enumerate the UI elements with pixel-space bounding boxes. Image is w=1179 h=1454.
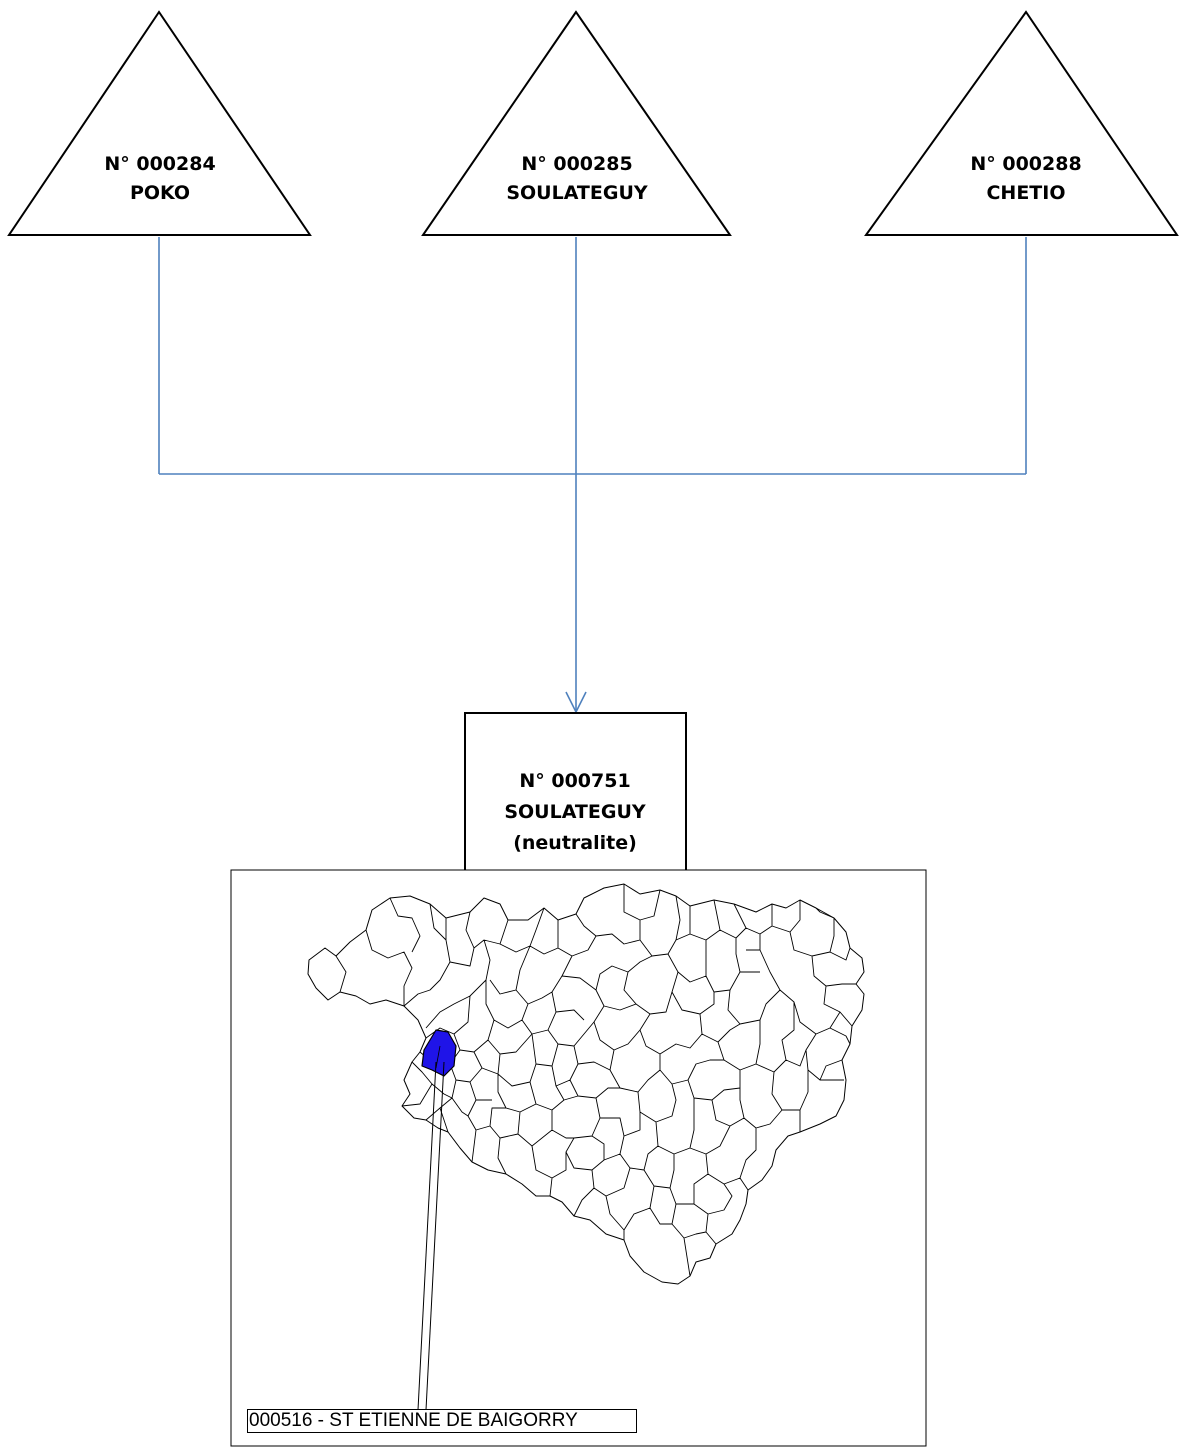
child-node-label: N° 000751 SOULATEGUY (neutralite): [465, 766, 685, 859]
parent-node-2-label: N° 000285 SOULATEGUY: [477, 150, 677, 208]
map-caption: 000516 - ST ETIENNE DE BAIGORRY: [247, 1409, 637, 1433]
commune-map: [307, 883, 865, 1285]
parent-1-name: POKO: [129, 182, 191, 204]
parent-node-1-triangle: [7, 10, 312, 236]
parent-2-name: SOULATEGUY: [506, 182, 648, 204]
highlight-marker-line: [435, 1045, 441, 1069]
map-commune-borders: [335, 884, 856, 1277]
child-number: N° 000751: [519, 770, 631, 792]
parent-node-2-triangle: [421, 10, 732, 236]
parent-3-name: CHETIO: [986, 182, 1066, 204]
parent-1-number: N° 000284: [104, 153, 216, 175]
parent-node-3-label: N° 000288 CHETIO: [926, 150, 1126, 208]
parent-3-number: N° 000288: [970, 153, 1082, 175]
parent-2-number: N° 000285: [521, 153, 633, 175]
parent-node-3-triangle: [864, 10, 1179, 236]
parent-node-1-label: N° 000284 POKO: [60, 150, 260, 208]
caption-leader-lines: [417, 1061, 445, 1411]
child-qualifier: (neutralite): [513, 832, 637, 854]
child-name: SOULATEGUY: [504, 801, 646, 823]
